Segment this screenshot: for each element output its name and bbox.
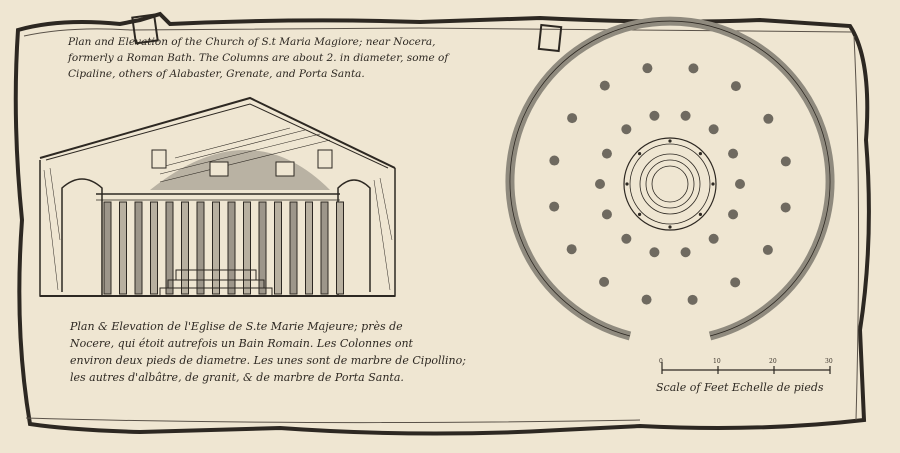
elevation-column: [305, 201, 313, 295]
plan-column: [549, 201, 560, 212]
plan-column: [642, 63, 653, 74]
plan-column: [680, 247, 691, 258]
church-plan-drawing: [505, 16, 835, 341]
plan-column: [595, 179, 605, 189]
scale-label: Scale of Feet Echelle de pieds: [656, 381, 824, 394]
plan-column: [680, 110, 691, 121]
french-caption-line-1: Plan & Elevation de l'Eglise de S.te Mar…: [70, 320, 403, 333]
elevation-column: [196, 201, 205, 295]
plan-column: [730, 277, 741, 288]
plan-column: [621, 124, 632, 135]
french-caption-line-4: les autres d'albâtre, de granit, & de ma…: [70, 371, 404, 384]
elevation-column: [181, 201, 189, 295]
plan-column: [621, 233, 632, 244]
plate-border: [13, 11, 871, 436]
french-caption-line-3: environ deux pieds de diametre. Les unes…: [70, 354, 466, 367]
basin-ring-dot: [637, 151, 642, 156]
basin-ring-dot: [625, 182, 629, 186]
elevation-column: [274, 201, 282, 295]
plan-column: [601, 148, 612, 159]
basin-ring-dot: [698, 212, 703, 217]
plan-column: [649, 247, 660, 258]
elevation-column: [320, 201, 329, 295]
scale-tick-30: 30: [825, 358, 833, 365]
elevation-column: [119, 201, 127, 295]
plan-column: [688, 63, 699, 74]
plan-column: [780, 156, 791, 167]
plan-column: [599, 276, 610, 287]
plan-column: [566, 244, 577, 255]
scale-tick-0: 0: [659, 358, 663, 365]
plan-central-basin: [623, 137, 717, 231]
french-caption: Plan & Elevation de l'Eglise de S.te Mar…: [70, 318, 520, 386]
english-caption-line-1: Plan and Elevation of the Church of S.t …: [68, 36, 436, 48]
plan-column-dots: [549, 63, 791, 305]
elevation-column: [150, 201, 158, 295]
basin-ring-dot: [668, 225, 672, 229]
plan-column: [641, 294, 652, 305]
elevation-column: [134, 201, 143, 295]
basin-ring-dot: [711, 182, 715, 186]
plan-column: [549, 155, 560, 166]
plan-outer-wall: [505, 16, 835, 341]
plan-column: [599, 80, 610, 91]
church-elevation-drawing: [39, 96, 396, 297]
plan-column: [601, 209, 612, 220]
plan-column: [708, 233, 719, 244]
plate-border-inner: [23, 27, 860, 424]
plan-column: [762, 244, 773, 255]
plan-column: [728, 148, 739, 159]
plan-column: [708, 124, 719, 135]
plan-column: [780, 202, 791, 213]
french-caption-line-2: Nocere, qui étoit autrefois un Bain Roma…: [70, 337, 413, 350]
plan-column: [735, 179, 745, 189]
plan-column: [728, 209, 739, 220]
english-caption: Plan and Elevation of the Church of S.t …: [68, 34, 498, 82]
plan-column: [567, 113, 578, 124]
elevation-column: [336, 201, 344, 295]
english-caption-line-3: Cipaline, others of Alabaster, Grenate, …: [68, 68, 365, 80]
elevation-column: [289, 201, 298, 295]
plan-column: [687, 294, 698, 305]
scale-tick-20: 20: [769, 358, 777, 365]
scale-tick-10: 10: [713, 358, 721, 365]
elevation-column: [212, 201, 220, 295]
basin-ring-dot: [698, 151, 703, 156]
plan-column: [649, 110, 660, 121]
plan-column: [763, 113, 774, 124]
elevation-column: [243, 201, 251, 295]
elevation-column: [165, 201, 174, 295]
corner-notch-left: [131, 13, 159, 45]
elevation-column: [258, 201, 267, 295]
elevation-column: [227, 201, 236, 295]
corner-notch-right: [537, 23, 563, 53]
english-caption-line-2: formerly a Roman Bath. The Columns are a…: [68, 52, 449, 64]
scale-bar: [661, 362, 831, 374]
elevation-column: [103, 201, 112, 295]
plan-column: [730, 81, 741, 92]
basin-ring-dot: [668, 139, 672, 143]
basin-ring-dot: [637, 212, 642, 217]
